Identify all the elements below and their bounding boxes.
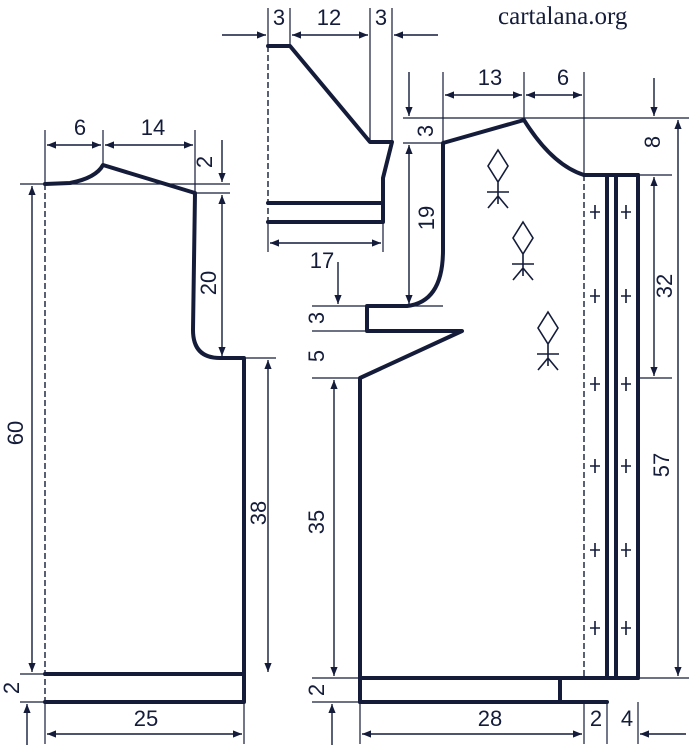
- buttonhole-row-4: [590, 459, 631, 473]
- front-shoulder-slope-label: 3: [413, 125, 438, 137]
- sleeve-top-left-label: 3: [273, 5, 285, 30]
- buttonhole-row-6: [590, 621, 631, 635]
- button-band-overlap-label: 2: [590, 706, 602, 731]
- front-neck-width-label: 6: [557, 65, 569, 90]
- button-band-width-label: 4: [621, 706, 633, 731]
- front-side-length-label: 35: [304, 510, 329, 534]
- motif-symbol-1: [487, 148, 509, 209]
- front-neck-depth-label: 32: [652, 274, 677, 298]
- sleeve-width-label: 17: [310, 248, 334, 273]
- front-armhole-notch-label: 3: [304, 312, 329, 324]
- back-armhole-depth-label: 20: [196, 271, 221, 295]
- sleeve-top-right-label: 3: [375, 5, 387, 30]
- watermark-text: cartalana.org: [498, 3, 628, 30]
- sleeve-outline: [266, 44, 394, 224]
- front-shoulder-width-label: 13: [478, 65, 502, 90]
- motif-symbol-2: [512, 220, 534, 281]
- buttonhole-row-3: [590, 377, 631, 391]
- front-side-step-label: 5: [304, 350, 329, 362]
- buttonhole-row-5: [590, 543, 631, 557]
- back-width-label: 25: [134, 706, 158, 731]
- buttonhole-marks: [590, 205, 631, 635]
- front-total-length-label: 57: [649, 453, 674, 477]
- motif-symbols: [487, 148, 559, 371]
- back-outline: [43, 163, 246, 704]
- back-side-length-label: 38: [246, 501, 271, 525]
- back-rib-height-label: 2: [0, 682, 24, 694]
- buttonhole-row-1: [590, 205, 631, 219]
- back-shoulder-width-label: 14: [141, 115, 165, 140]
- back-total-length-label: 60: [3, 421, 28, 445]
- buttonhole-row-2: [590, 289, 631, 303]
- back-neck-width-label: 6: [74, 115, 86, 140]
- front-rib-height-label: 2: [304, 684, 329, 696]
- front-piece: 13 6 3 8 19 3 5 35 2 32 57 28 2 4: [304, 65, 689, 745]
- back-shoulder-slope-label: 2: [192, 156, 217, 168]
- front-outline: [358, 118, 609, 680]
- front-neck-drop-label: 8: [640, 136, 665, 148]
- sleeve-piece: 3 12 3 17: [222, 5, 438, 273]
- front-armhole-depth-label: 19: [414, 206, 439, 230]
- sleeve-top-center-label: 12: [317, 5, 341, 30]
- motif-symbol-3: [537, 310, 559, 371]
- back-piece: 6 14 2 20 60 38 2 25: [0, 115, 276, 745]
- front-width-label: 28: [478, 706, 502, 731]
